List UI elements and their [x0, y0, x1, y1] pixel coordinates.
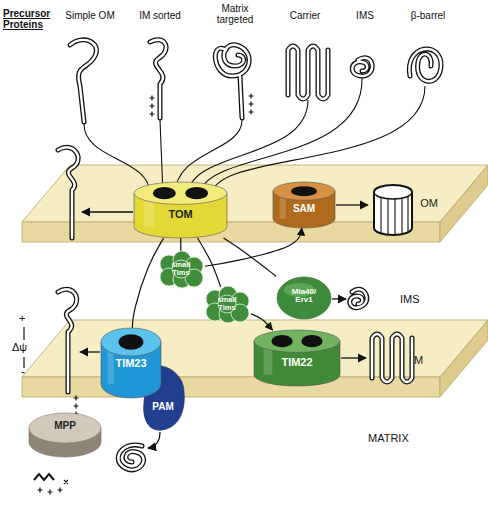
column-heading: Carrier [280, 10, 330, 21]
node-label: Mia40/ Erv1 [282, 288, 326, 305]
column-heading: β-barrel [398, 10, 458, 21]
node-label: small Tims [211, 296, 243, 312]
import-route [224, 238, 277, 276]
translocase-complex: TIM22 [253, 330, 341, 386]
node-label: SAM [272, 204, 336, 215]
compartment-label: IMS [400, 293, 440, 305]
import-route [205, 228, 302, 266]
import-route [132, 238, 163, 328]
node-label: OM [412, 198, 446, 210]
node-label: TIM23 [100, 358, 162, 370]
import-route [197, 238, 220, 287]
panel-heading: Precursor Proteins [3, 8, 59, 30]
column-heading: Simple OM [60, 10, 120, 21]
oxidase-complex: Mia40/ Erv1 [276, 276, 332, 320]
peptidase-disc: MPP [28, 412, 102, 460]
import-route [251, 314, 273, 330]
column-heading: IMS [345, 10, 385, 21]
chaperone-cluster: small Tims [203, 287, 251, 323]
import-route [180, 238, 181, 252]
translocase-complex: TIM23 [100, 328, 162, 398]
node-label: TIM22 [253, 357, 341, 369]
chaperone-cluster: small Tims [157, 252, 205, 288]
node-label: TOM [133, 209, 228, 221]
node-label: small Tims [165, 261, 197, 277]
node-label: PAM [142, 402, 184, 413]
column-heading: IM sorted [130, 10, 190, 21]
charge-sign: - [21, 366, 33, 379]
disc-outline [28, 412, 102, 460]
sorting-complex: SAM [272, 182, 336, 228]
compartment-label: MATRIX [368, 432, 428, 444]
charge-sign: + [19, 312, 31, 324]
translocase-complex: TOM [133, 182, 228, 238]
node-label: MPP [28, 421, 102, 432]
column-heading: Matrix targeted [210, 3, 260, 25]
potential-symbol: Δψ [12, 341, 38, 353]
node-label: IM [402, 355, 432, 367]
